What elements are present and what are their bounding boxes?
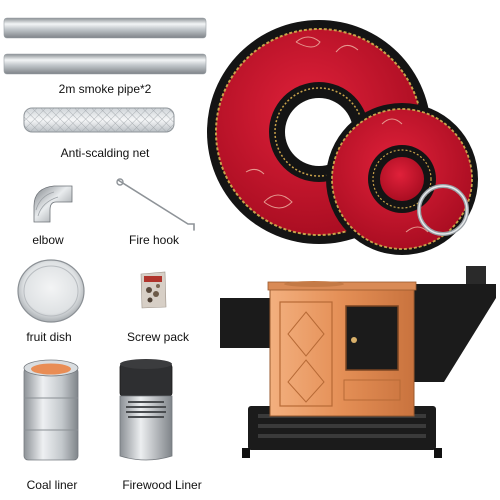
coal-liner-label: Coal liner [26,478,78,492]
stove [214,264,498,460]
fire-hook [114,176,198,232]
screw-pack [138,270,168,310]
fire-hook-label: Fire hook [128,233,180,247]
firewood-liner-label: Firewood Liner [122,478,202,492]
firewood-liner [114,358,178,466]
fruit-dish-label: fruit dish [26,330,72,344]
fruit-dish [16,258,86,324]
smoke-pipes [2,14,208,80]
elbow-label: elbow [32,233,64,247]
smoke-pipe-label: 2m smoke pipe*2 [58,82,152,96]
elbow-pipe [28,180,76,224]
decorative-plates [206,12,496,262]
screw-pack-label: Screw pack [126,330,190,344]
coal-liner [20,358,82,464]
anti-scalding-net-label: Anti-scalding net [60,146,150,160]
anti-scalding-net [22,106,176,134]
